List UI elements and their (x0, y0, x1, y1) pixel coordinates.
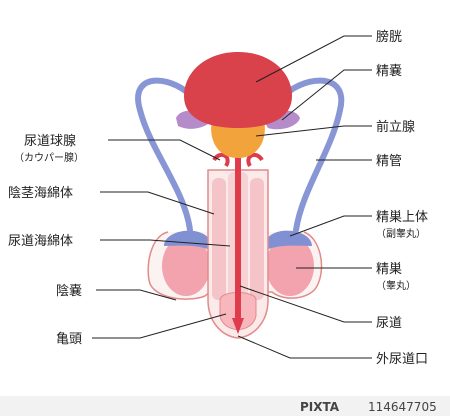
label-urethra: 尿道 (376, 316, 402, 331)
bladder (184, 52, 292, 128)
leader-seminal-vesicle (281, 69, 372, 121)
label-seminal-vesicle: 精嚢 (376, 63, 402, 79)
leader-corpus-spongiosum (100, 239, 231, 247)
prostate (211, 120, 265, 158)
label-scrotum: 陰嚢 (56, 283, 82, 299)
label-external-orifice: 外尿道口 (376, 352, 428, 367)
leader-urethra (239, 285, 372, 323)
leader-bladder (255, 35, 372, 83)
urethra-orifice (232, 318, 244, 334)
bulbourethral-gland-right (246, 152, 264, 168)
label-bulbourethral-sub: （カウパー腺） (14, 151, 84, 164)
leader-external-orifice (237, 335, 372, 359)
label-testis: 精巣 (376, 262, 402, 277)
corpus-cavernosum-right (250, 178, 264, 300)
urethra (235, 150, 241, 320)
leader-prostate (255, 125, 372, 137)
watermark-bar (0, 396, 450, 416)
epididymis-left (164, 230, 210, 250)
bulbourethral-gland-left (212, 152, 230, 168)
label-epididymis-sub: （副睾丸） (376, 227, 426, 240)
label-corpus-spongiosum: 尿道海綿体 (8, 234, 73, 249)
epididymis-right (266, 230, 312, 250)
label-testis-sub: （睾丸） (376, 279, 416, 292)
label-bladder: 膀胱 (376, 29, 402, 45)
leader-bulbourethral (108, 139, 221, 161)
label-epididymis: 精巣上体 (376, 210, 428, 225)
vas-deferens-right (277, 77, 345, 233)
label-prostate: 前立腺 (376, 119, 415, 135)
watermark-id: 114647705 (368, 400, 437, 414)
leader-corpus-cavernosum (100, 191, 215, 215)
leader-scrotum (96, 289, 177, 301)
label-corpus-cavernosum: 陰茎海綿体 (8, 186, 73, 201)
label-glans: 亀頭 (56, 332, 82, 347)
leader-glans (92, 313, 227, 339)
testis-right (266, 236, 314, 296)
testis-left (162, 236, 210, 296)
watermark-brand: PIXTA (300, 400, 340, 414)
vas-deferens-left (135, 77, 198, 233)
corpus-cavernosum-left (212, 178, 226, 300)
label-vas-deferens: 精管 (376, 154, 402, 169)
leader-epididymis (289, 215, 372, 237)
label-bulbourethral: 尿道球腺 (24, 134, 76, 149)
